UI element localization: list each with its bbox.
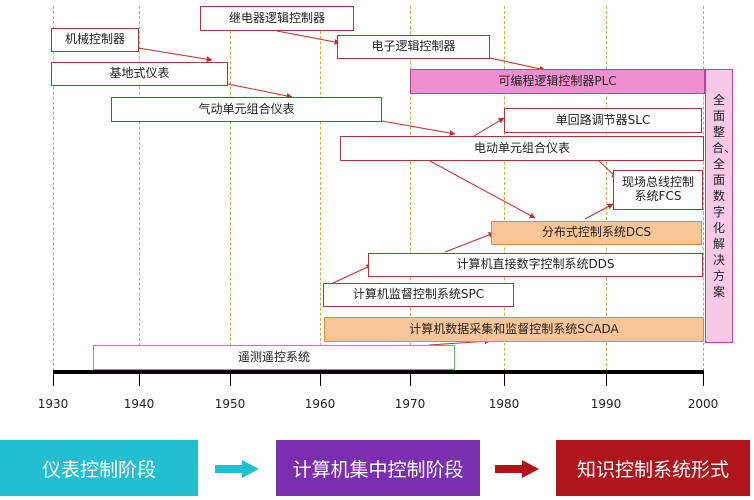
fcs-box: 现场总线控制系统FCS xyxy=(613,170,703,210)
phase-3-label: 知识控制系统形式 xyxy=(576,458,729,481)
electronic-logic-controller-box: 电子逻辑控制器 xyxy=(337,35,490,59)
gridline-1970 xyxy=(410,6,411,371)
phase-arrow-2-icon xyxy=(495,460,539,478)
gridline-1990 xyxy=(606,6,607,371)
year-label-2000: 2000 xyxy=(687,397,719,411)
fcs-label: 现场总线控制系统FCS xyxy=(621,175,694,203)
arrow-electronic-to-plc xyxy=(489,57,546,72)
phase-1-label: 仪表控制阶段 xyxy=(41,458,156,481)
slc-label: 单回路调节器SLC xyxy=(555,112,651,127)
base-instrument-label: 基地式仪表 xyxy=(109,66,170,81)
phase-2-label: 计算机集中控制阶段 xyxy=(292,458,464,481)
relay-logic-controller-box: 继电器逻辑控制器 xyxy=(200,6,354,31)
year-label-1930: 1930 xyxy=(37,397,69,411)
arrow-dcs-to-fcs xyxy=(584,203,614,220)
gridline-1930 xyxy=(53,6,54,371)
arrow-spc-to-dds xyxy=(332,264,373,284)
arrow-relay-to-electronic xyxy=(276,30,341,45)
electronic-logic-label: 电子逻辑控制器 xyxy=(371,39,456,54)
integrated-solution-box: 全面整合、全面数字化解决方案 xyxy=(705,69,737,343)
slc-box: 单回路调节器SLC xyxy=(504,108,702,133)
electric-unit-label: 电动单元组合仪表 xyxy=(473,140,570,155)
year-label-1940: 1940 xyxy=(123,397,155,411)
dds-box: 计算机直接数字控制系统DDS xyxy=(368,253,703,277)
dds-label: 计算机直接数字控制系统DDS xyxy=(456,257,615,272)
telemetry-label: 遥测遥控系统 xyxy=(237,349,310,364)
arrow-base-to-pneumatic xyxy=(227,83,293,99)
timeline-tick-2000 xyxy=(703,374,704,386)
gridline-1980 xyxy=(504,6,505,371)
year-label-1960: 1960 xyxy=(304,397,336,411)
timeline-tick-1980 xyxy=(504,374,505,386)
phase-instrument-control: 仪表控制阶段 xyxy=(0,440,198,496)
scada-box: 计算机数据采集和监督控制系统SCADA xyxy=(324,317,704,342)
plc-label: 可编程逻辑控制器PLC xyxy=(498,73,617,88)
arrow-electric-to-slc xyxy=(473,117,505,137)
mechanical-label: 机械控制器 xyxy=(64,32,125,47)
plc-box: 可编程逻辑控制器PLC xyxy=(410,69,705,94)
integrated-solution-label: 全面整合、全面数字化解决方案 xyxy=(712,93,737,299)
base-instrument-box: 基地式仪表 xyxy=(51,62,228,86)
pneumatic-unit-instrument-box: 气动单元组合仪表 xyxy=(111,97,382,122)
arrow-mechanical-to-base xyxy=(137,47,213,63)
pneumatic-unit-label: 气动单元组合仪表 xyxy=(198,101,295,116)
telemetry-box: 遥测遥控系统 xyxy=(93,345,455,370)
timeline-tick-1970 xyxy=(410,374,411,386)
timeline-axis xyxy=(53,370,704,374)
timeline-tick-1940 xyxy=(139,374,140,386)
electric-unit-instrument-box: 电动单元组合仪表 xyxy=(340,136,704,161)
timeline-tick-1950 xyxy=(230,374,231,386)
phase-arrow-1-icon xyxy=(215,460,259,478)
gridline-1950 xyxy=(230,6,231,371)
phase-knowledge-control-system: 知识控制系统形式 xyxy=(556,440,750,496)
mechanical-controller-box: 机械控制器 xyxy=(51,28,139,52)
dcs-label: 分布式控制系统DCS xyxy=(541,225,652,240)
scada-label: 计算机数据采集和监督控制系统SCADA xyxy=(409,321,619,336)
timeline-tick-1930 xyxy=(53,374,54,386)
timeline-tick-1990 xyxy=(606,374,607,386)
gridline-2000 xyxy=(703,6,704,371)
year-label-1980: 1980 xyxy=(488,397,520,411)
spc-label: 计算机监督控制系统SPC xyxy=(352,287,485,302)
dcs-box: 分布式控制系统DCS xyxy=(491,221,702,245)
year-label-1990: 1990 xyxy=(590,397,622,411)
arrow-dds-to-dcs xyxy=(444,232,495,253)
timeline-tick-1960 xyxy=(320,374,321,386)
arrow-electric-to-dcs xyxy=(429,160,536,219)
gridline-1960 xyxy=(320,6,321,371)
spc-box: 计算机监督控制系统SPC xyxy=(323,283,514,307)
year-label-1970: 1970 xyxy=(394,397,426,411)
year-label-1950: 1950 xyxy=(214,397,246,411)
arrow-pneumatic-to-electric xyxy=(381,120,456,137)
phase-computer-centralized-control: 计算机集中控制阶段 xyxy=(276,440,480,496)
gridline-1940 xyxy=(139,6,140,371)
relay-logic-label: 继电器逻辑控制器 xyxy=(228,10,325,25)
